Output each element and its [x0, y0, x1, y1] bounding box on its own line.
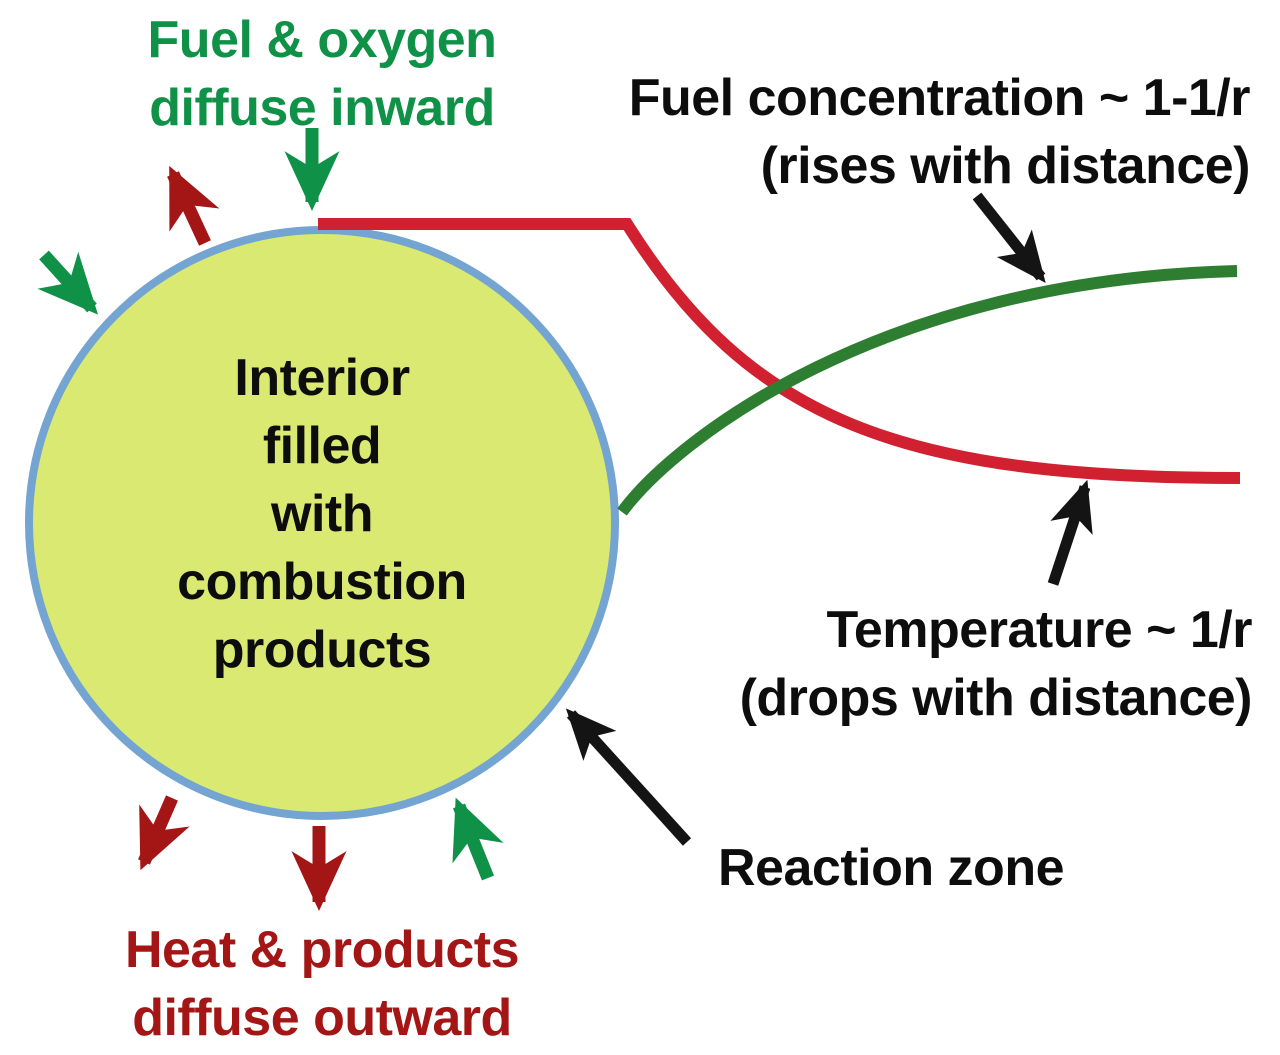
outward-arrow-bottomleft-icon — [138, 795, 190, 871]
inward-arrow-left-icon — [37, 250, 99, 315]
interior-line2: filled — [262, 417, 382, 475]
pointer-arrow-to-reaction-zone-icon — [565, 708, 692, 846]
temperature-curve — [318, 218, 1241, 484]
interior-line3: with — [271, 485, 373, 543]
inward-arrows-group — [37, 128, 504, 881]
fuel-concentration-line1: Fuel concentration ~ 1-1/r — [628, 69, 1251, 127]
temperature-line1: Temperature ~ 1/r — [826, 601, 1252, 659]
interior-line4: combustion — [177, 553, 467, 611]
temperature-label: Temperature ~ 1/r (drops with distance) — [739, 596, 1253, 732]
fuel-oxygen-line2: diffuse inward — [149, 79, 495, 137]
fuel-concentration-label: Fuel concentration ~ 1-1/r (rises with d… — [628, 64, 1251, 200]
heat-products-line1: Heat & products — [124, 921, 520, 979]
heat-products-line2: diffuse outward — [132, 989, 512, 1047]
interior-label: Interior filled with combustion products — [72, 344, 572, 684]
pointer-arrow-to-green-curve-icon — [972, 192, 1046, 283]
outward-arrow-topleft-icon — [167, 165, 220, 246]
outward-arrows-group — [138, 165, 347, 911]
fuel-concentration-curve — [617, 265, 1238, 516]
pointer-arrows-group — [565, 192, 1093, 846]
fuel-oxygen-line1: Fuel & oxygen — [147, 11, 497, 69]
interior-line5: products — [212, 621, 432, 679]
temperature-line2: (drops with distance) — [739, 669, 1253, 727]
heat-products-label: Heat & products diffuse outward — [72, 916, 572, 1052]
fuel-concentration-line2: (rises with distance) — [760, 137, 1251, 195]
reaction-zone-label: Reaction zone — [718, 839, 1065, 897]
interior-line1: Interior — [234, 349, 410, 407]
pointer-arrow-to-red-curve-icon — [1047, 479, 1093, 586]
fuel-oxygen-label: Fuel & oxygen diffuse inward — [92, 6, 552, 142]
inward-arrow-bottom-icon — [452, 797, 504, 881]
